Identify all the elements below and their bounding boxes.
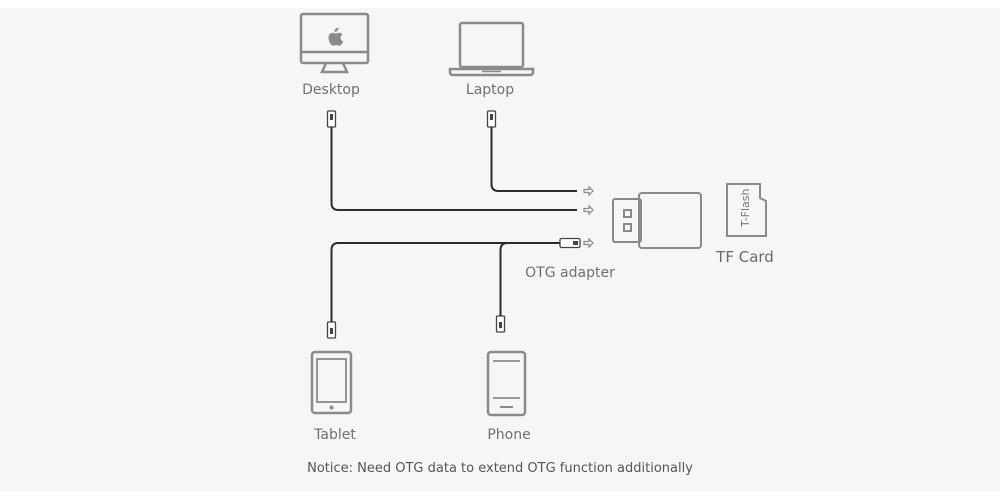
- otg-plug: [559, 237, 581, 249]
- tf-card-label: TF Card: [716, 248, 774, 266]
- arrow-right-icon: [583, 185, 594, 197]
- desktop-cable-plug: [326, 110, 337, 128]
- tf-card-icon: T-Flash: [726, 183, 767, 237]
- laptop-icon: [448, 21, 535, 77]
- tf-card-print: T-Flash: [739, 188, 752, 228]
- desktop-cable: [330, 127, 577, 211]
- desktop-label: Desktop: [302, 82, 360, 98]
- tablet-icon: [310, 350, 353, 415]
- laptop-label: Laptop: [465, 82, 515, 98]
- card-reader-icon: [612, 192, 702, 249]
- cables: [330, 127, 577, 322]
- tablet-cable: [330, 242, 560, 322]
- arrow-right-icon: [583, 204, 594, 216]
- tablet-label: Tablet: [314, 427, 356, 443]
- phone-label: Phone: [487, 427, 531, 443]
- phone-cable-plug: [495, 315, 506, 333]
- phone-icon: [486, 350, 527, 417]
- laptop-cable-plug: [486, 110, 497, 128]
- otg-adapter-label: OTG adapter: [525, 265, 615, 281]
- arrow-icons: [583, 185, 594, 249]
- tablet-cable-plug: [326, 321, 337, 339]
- laptop-cable: [490, 127, 577, 192]
- notice-text: Notice: Need OTG data to extend OTG func…: [307, 461, 693, 476]
- desktop-icon: [299, 12, 370, 74]
- arrow-right-icon: [583, 237, 594, 249]
- phone-cable: [499, 242, 508, 316]
